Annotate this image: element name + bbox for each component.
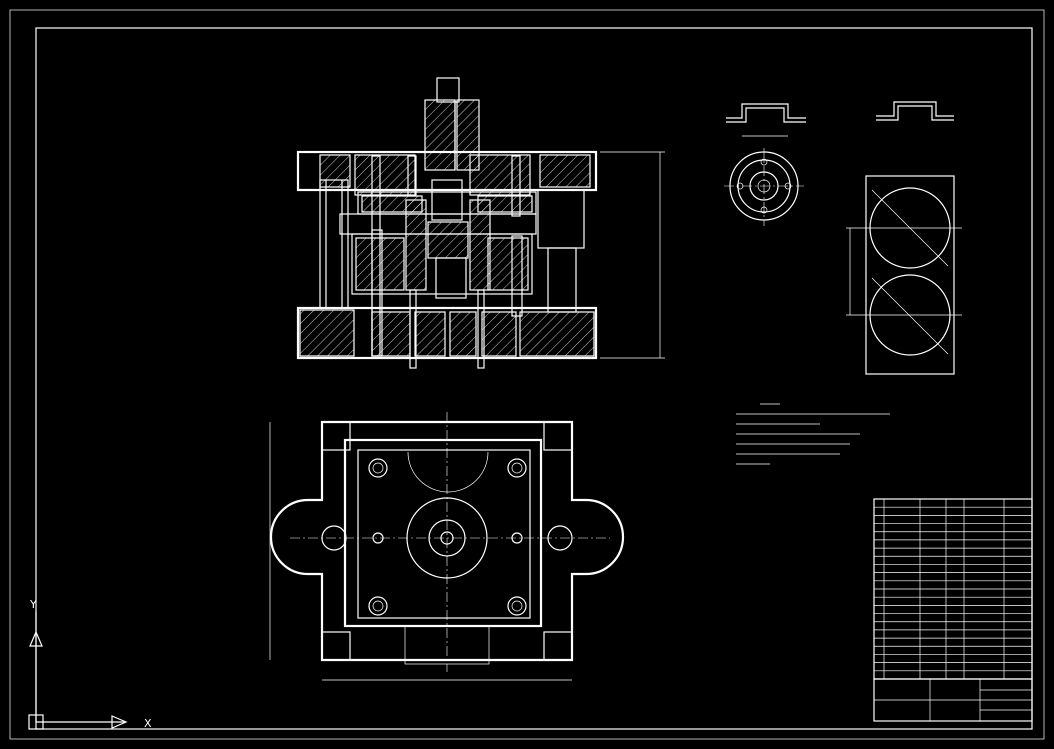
ucs-x-label: X [144,717,152,730]
part-drawing [724,101,954,226]
bom-table [873,498,1033,722]
technical-notes [736,403,890,465]
drawing-border [9,9,1045,740]
ucs-y-label: Y [29,598,37,611]
plan-view [269,412,625,681]
ucs-icon: Y X [28,598,152,730]
blank-layout [846,175,962,375]
main-section-view [296,77,665,369]
